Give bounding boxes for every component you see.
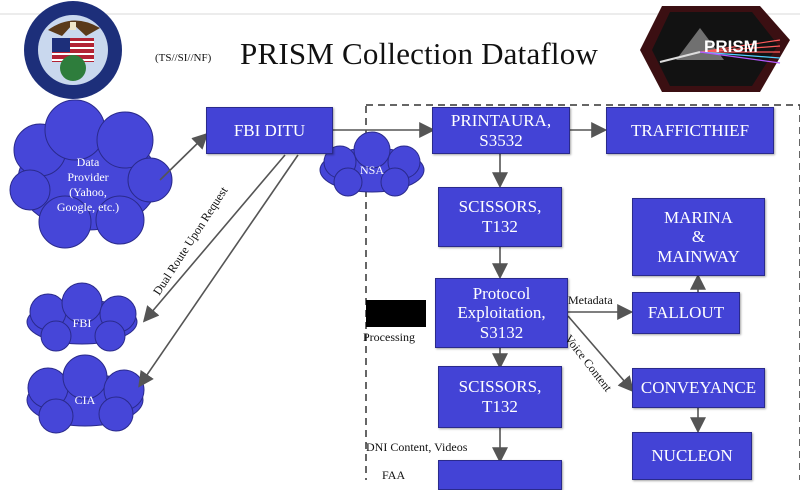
processing-label: Processing [363, 330, 415, 344]
arrow-protocol-to-conveyance [567, 315, 635, 393]
cloud-nsa [319, 131, 425, 197]
prism-logo-text: PRISM [704, 37, 758, 56]
scissors-1-label: SCISSORS, T132 [458, 197, 542, 236]
fbi-label: FBI [72, 315, 92, 330]
classification-marking: (TS//SI//NF) [155, 52, 212, 64]
marina-mainway-label: MARINA & MAINWAY [657, 207, 740, 266]
dni-content-label: DNI Content, Videos [366, 440, 468, 454]
arrow-ditu-to-fbi [142, 154, 286, 323]
header: (TS//SI//NF) PRISM Collection Dataflow P… [0, 0, 800, 100]
marina-mainway-box: MARINA & MAINWAY [632, 198, 765, 276]
conveyance-box: CONVEYANCE [632, 368, 765, 408]
conveyance-label: CONVEYANCE [640, 378, 757, 398]
cloud-fbi [26, 282, 138, 352]
scissors-box-2: SCISSORS, T132 [438, 366, 562, 428]
fbi-ditu-box: FBI DITU [206, 107, 333, 154]
trafficthief-box: TRAFFICTHIEF [606, 107, 774, 154]
faa-destination-box [438, 460, 562, 490]
header-graphics [0, 0, 800, 100]
redaction-bar [366, 300, 426, 327]
fbi-ditu-label: FBI DITU [233, 120, 306, 140]
scissors-2-label: SCISSORS, T132 [458, 377, 542, 416]
protocol-exploitation-label: Protocol Exploitation, S3132 [457, 283, 546, 342]
sso-seal-logo [24, 1, 122, 99]
arrow-provider-to-ditu [159, 132, 209, 181]
nucleon-label: NUCLEON [651, 446, 733, 466]
page-title: PRISM Collection Dataflow [240, 36, 599, 71]
diagram-canvas [9, 99, 800, 480]
cloud-data-provider [9, 99, 173, 249]
nsa-label: NSA [359, 162, 384, 177]
prism-logo [640, 6, 790, 92]
printaura-box: PRINTAURA, S3532 [432, 107, 570, 154]
fallout-box: FALLOUT [632, 292, 740, 334]
cia-label: CIA [74, 392, 96, 407]
printaura-label: PRINTAURA, S3532 [450, 110, 552, 150]
faa-label: FAA [382, 468, 406, 482]
nucleon-box: NUCLEON [632, 432, 752, 480]
protocol-exploitation-box: Protocol Exploitation, S3132 [435, 278, 568, 348]
arrow-ditu-to-cia [138, 154, 299, 388]
metadata-label: Metadata [568, 293, 613, 307]
scissors-box-1: SCISSORS, T132 [438, 187, 562, 247]
trafficthief-label: TRAFFICTHIEF [630, 120, 750, 140]
fallout-label: FALLOUT [647, 303, 725, 323]
nsa-boundary [365, 104, 800, 480]
data-provider-label: Data Provider (Yahoo, Google, etc.) [56, 155, 120, 214]
cloud-cia [26, 354, 145, 434]
